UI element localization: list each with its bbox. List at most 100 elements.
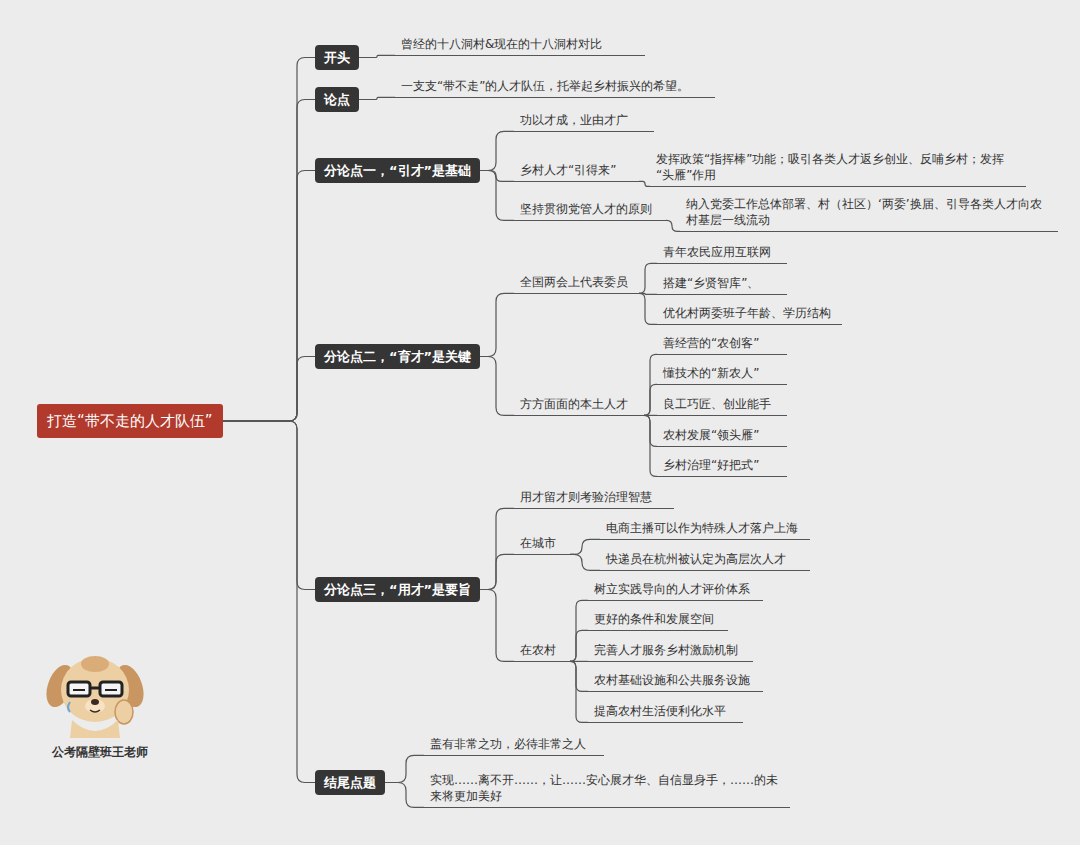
leaf-topic: 农村基础设施和公共服务设施 <box>588 670 763 692</box>
leaf-topic: 懂技术的“新农人” <box>657 363 787 385</box>
leaf-topic: 用才留才则考验治理智慧 <box>514 487 674 509</box>
topic-text: 一支支“带不走”的人才队伍，托举起乡村振兴的希望。 <box>401 78 709 94</box>
branch-line <box>480 590 514 662</box>
leaf-topic: 优化村两委班子年龄、学历结构 <box>657 303 842 325</box>
topic-text: 优化村两委班子年龄、学历结构 <box>663 305 836 321</box>
branch-box: 分论点二，“育才”是关键 <box>315 344 480 369</box>
branch-line <box>223 421 315 590</box>
box-label: 分论点一，“引才”是基础 <box>324 163 471 178</box>
branch-line <box>639 293 657 324</box>
branch-line <box>480 293 514 356</box>
leaf-topic: 盖有非常之功，必待非常之人 <box>424 734 604 756</box>
leaf-topic: 乡村治理“好把式” <box>657 455 787 477</box>
branch-line <box>385 783 424 808</box>
branch-line <box>570 600 588 661</box>
leaf-topic: 善经营的“农创客” <box>657 333 787 355</box>
topic-text: 电商主播可以作为特殊人才落户上海 <box>606 520 804 536</box>
branch-box: 结尾点题 <box>315 770 385 795</box>
topic-text: 用才留才则考验治理智慧 <box>520 489 668 505</box>
leaf-topic: 良工巧匠、创业能手 <box>657 394 787 416</box>
branch-line <box>570 661 588 722</box>
box-label: 分论点二，“育才”是关键 <box>324 349 471 364</box>
leaf-topic: 坚持贯彻党管人才的原则 <box>514 199 666 221</box>
branch-line <box>644 354 657 415</box>
topic-text: 功以才成，业由才广 <box>520 112 648 128</box>
box-label: 结尾点题 <box>324 775 376 790</box>
branch-line <box>359 55 395 57</box>
leaf-topic: 纳入党委工作总体部署、村（社区）‘两委’换届、引导各类人才向农村基层一线流动 <box>680 194 1058 232</box>
topic-text: 善经营的“农创客” <box>663 335 781 351</box>
leaf-topic: 曾经的十八洞村&现在的十八洞村对比 <box>395 34 645 56</box>
root-topic: 打造“带不走的人才队伍” <box>37 404 223 438</box>
branch-line <box>223 357 315 422</box>
topic-text: 快递员在杭州被认定为高层次人才 <box>606 551 804 567</box>
leaf-topic: 一支支“带不走”的人才队伍，托举起乡村振兴的希望。 <box>395 76 715 98</box>
branch-box: 分论点一，“引才”是基础 <box>315 158 480 183</box>
branch-box: 论点 <box>315 87 359 112</box>
leaf-topic: 功以才成，业由才广 <box>514 110 654 132</box>
branch-line <box>480 554 514 589</box>
topic-text: 农村发展“领头雁” <box>663 427 781 443</box>
branch-line <box>644 384 657 415</box>
topic-text: 在城市 <box>520 535 564 551</box>
branch-line <box>385 755 424 782</box>
leaf-topic: 提高农村生活便利化水平 <box>588 701 743 723</box>
branch-line <box>223 58 315 422</box>
branch-line <box>223 100 315 422</box>
leaf-topic: 在农村 <box>514 640 570 662</box>
leaf-topic: 树立实践导向的人才评价体系 <box>588 579 763 601</box>
topic-text: 纳入党委工作总体部署、村（社区）‘两委’换届、引导各类人才向农村基层一线流动 <box>686 196 1052 228</box>
branch-line <box>666 220 680 231</box>
topic-text: 更好的条件和发展空间 <box>594 611 722 627</box>
branch-line <box>480 171 514 182</box>
topic-text: 完善人才服务乡村激励机制 <box>594 642 747 658</box>
box-label: 打造“带不走的人才队伍” <box>47 412 213 430</box>
topic-text: 盖有非常之功，必待非常之人 <box>430 736 598 752</box>
leaf-topic: 青年农民应用互联网 <box>657 242 787 264</box>
topic-text: 搭建“乡贤智库”、 <box>663 275 781 291</box>
topic-text: 发挥政策“指挥棒”功能；吸引各类人才返乡创业、反哺乡村；发挥“头雁”作用 <box>656 151 1020 183</box>
topic-text: 方方面面的本土人才 <box>520 396 638 412</box>
branch-line <box>223 171 315 422</box>
leaf-topic: 在城市 <box>514 533 570 555</box>
branch-line <box>570 539 600 554</box>
leaf-topic: 方方面面的本土人才 <box>514 394 644 416</box>
topic-text: 良工巧匠、创业能手 <box>663 396 781 412</box>
leaf-topic: 发挥政策“指挥棒”功能；吸引各类人才返乡创业、反哺乡村；发挥“头雁”作用 <box>650 149 1026 187</box>
branch-line <box>644 415 657 476</box>
branch-box: 分论点三，“用才”是要旨 <box>315 577 480 602</box>
branch-line <box>570 554 600 570</box>
branch-line <box>480 508 514 589</box>
branch-line <box>359 97 395 99</box>
leaf-topic: 全国两会上代表委员 <box>514 272 639 294</box>
leaf-topic: 更好的条件和发展空间 <box>588 609 728 631</box>
branch-line <box>480 171 514 221</box>
leaf-topic: 农村发展“领头雁” <box>657 425 787 447</box>
dog-mascot <box>40 650 150 742</box>
box-label: 开头 <box>324 50 350 65</box>
leaf-topic: 乡村人才“引得来” <box>514 160 639 182</box>
topic-text: 提高农村生活便利化水平 <box>594 703 737 719</box>
branch-box: 开头 <box>315 45 359 70</box>
leaf-topic: 电商主播可以作为特殊人才落户上海 <box>600 518 810 540</box>
box-label: 论点 <box>324 92 350 107</box>
branch-line <box>480 131 514 170</box>
leaf-topic: 快递员在杭州被认定为高层次人才 <box>600 549 810 571</box>
branch-line <box>480 357 514 416</box>
author-watermark: 公考隔壁班王老师 <box>45 744 155 761</box>
leaf-topic: 搭建“乡贤智库”、 <box>657 273 787 295</box>
topic-text: 曾经的十八洞村&现在的十八洞村对比 <box>401 36 639 52</box>
topic-text: 坚持贯彻党管人才的原则 <box>520 201 660 217</box>
branch-line <box>639 181 650 186</box>
topic-text: 树立实践导向的人才评价体系 <box>594 581 757 597</box>
branch-line <box>570 661 588 691</box>
leaf-topic: 完善人才服务乡村激励机制 <box>588 640 753 662</box>
branch-line <box>223 421 315 783</box>
topic-text: 在农村 <box>520 642 564 658</box>
topic-text: 乡村人才“引得来” <box>520 162 633 178</box>
branch-line <box>639 263 657 293</box>
topic-text: 全国两会上代表委员 <box>520 274 633 290</box>
topic-text: 农村基础设施和公共服务设施 <box>594 672 757 688</box>
leaf-topic: 实现……离不开……，让……安心展才华、自信显身手，……的未来将更加美好 <box>424 770 790 808</box>
branch-line <box>570 630 588 661</box>
